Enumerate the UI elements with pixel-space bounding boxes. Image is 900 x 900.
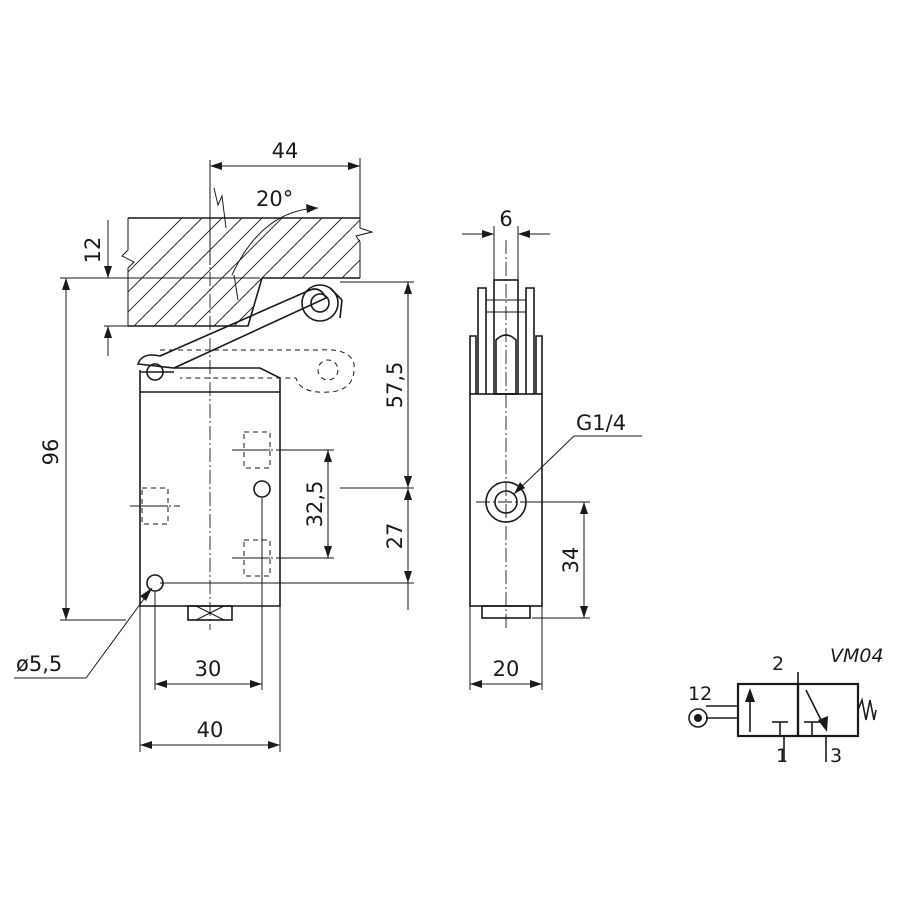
dim-27-label: 27 [383,523,407,550]
dim-27: 27 [160,487,414,610]
dim-20-label: 20 [493,657,520,681]
dim-40: 40 [139,606,281,752]
front-view: 44 20° 12 [14,139,414,752]
dim-angle: 20° [231,187,319,301]
port-2-label: 2 [772,653,784,675]
dim-thread: G1/4 [513,411,642,495]
dim-angle-label: 20° [256,187,293,211]
dim-96: 96 [39,277,126,621]
dim-30-label: 30 [195,657,222,681]
port-1-label: 1 [776,745,788,767]
valve-body [130,250,282,630]
dim-34: 34 [528,501,590,619]
dim-30: 30 [154,498,263,690]
port-3-label: 3 [830,745,842,767]
roller-lever-rest [160,349,355,393]
side-view: 6 G1/4 34 20 [462,207,642,690]
dim-hole-diameter-label: ø5,5 [16,652,62,676]
dim-hole-diameter: ø5,5 [14,587,153,679]
dim-57-5-label: 57,5 [383,362,407,409]
dim-32-5: 32,5 [282,449,334,559]
pneumatic-symbol: VM04 2 1 3 12 [688,645,884,767]
dim-44-label: 44 [272,139,299,163]
dim-thread-label: G1/4 [576,411,626,435]
dim-34-label: 34 [559,547,583,574]
dim-96-label: 96 [39,439,63,466]
model-label: VM04 [830,645,884,667]
port-12-label: 12 [688,683,712,705]
dim-40-label: 40 [197,718,224,742]
dim-20: 20 [469,606,543,690]
dim-32-5-label: 32,5 [303,481,327,528]
dim-6-label: 6 [499,207,512,231]
dim-57-5: 57,5 [340,281,414,488]
roller-lever [136,284,343,369]
dim-44: 44 [209,139,361,265]
dim-6: 6 [462,207,550,282]
dim-12-label: 12 [81,237,105,264]
dim-12: 12 [81,220,260,356]
